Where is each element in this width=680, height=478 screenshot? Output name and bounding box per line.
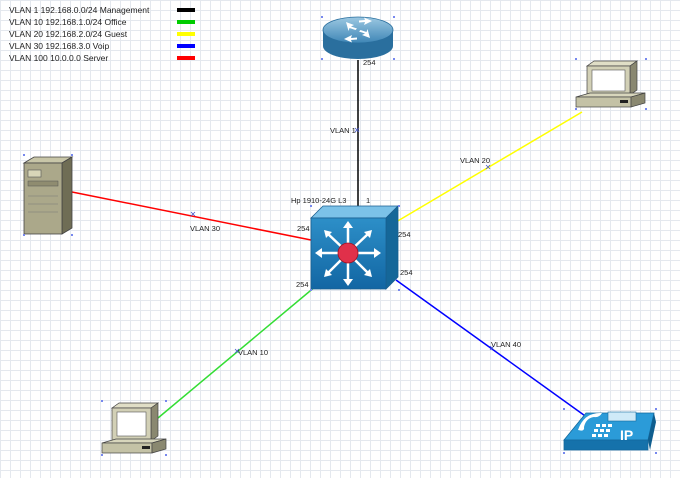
l3-switch-icon[interactable] <box>310 205 399 290</box>
legend-swatch <box>177 44 195 48</box>
legend-item-vlan20: VLAN 20 192.168.2.0/24 Guest <box>9 28 195 40</box>
legend-swatch <box>177 56 195 60</box>
legend-item-vlan100: VLAN 100 10.0.0.0 Server <box>9 52 195 64</box>
legend-label: VLAN 10 192.168.1.0/24 Office <box>9 17 127 27</box>
router-icon[interactable] <box>321 16 395 60</box>
ip-phone-text: IP <box>620 427 633 443</box>
selection-handles <box>23 58 657 456</box>
legend-swatch <box>177 32 195 36</box>
link-server[interactable] <box>71 191 317 242</box>
switch-port-bottom-left: 254 <box>296 280 309 289</box>
switch-port-right-bottom: 254 <box>400 268 413 277</box>
link-label-vlan1: VLAN 1 <box>330 126 356 135</box>
legend-item-vlan30: VLAN 30 192.168.3.0 Voip <box>9 40 195 52</box>
switch-port-left: 254 <box>297 224 310 233</box>
legend-label: VLAN 1 192.168.0.0/24 Management <box>9 5 150 15</box>
link-guest-pc[interactable] <box>395 111 583 223</box>
link-label-vlan40: VLAN 40 <box>491 340 522 349</box>
router-port-label: 254 <box>363 58 376 67</box>
legend-label: VLAN 100 10.0.0.0 Server <box>9 53 109 63</box>
legend-swatch <box>177 20 195 24</box>
link-office-pc[interactable] <box>157 285 317 419</box>
legend-swatch <box>177 8 195 12</box>
switch-port-top: 1 <box>366 196 371 205</box>
legend-label: VLAN 20 192.168.2.0/24 Guest <box>9 29 128 39</box>
link-ip-phone[interactable] <box>395 279 589 419</box>
ip-phone-icon[interactable]: IP <box>563 411 656 451</box>
server-icon[interactable] <box>22 156 74 235</box>
link-label-vlan30: VLAN 30 <box>190 224 221 233</box>
switch-port-right-top: 254 <box>398 230 411 239</box>
link-markers <box>190 127 495 354</box>
pc-icon[interactable] <box>575 60 646 108</box>
legend-label: VLAN 30 192.168.3.0 Voip <box>9 41 110 51</box>
link-label-vlan20: VLAN 20 <box>460 156 491 165</box>
switch-name: Hp 1910-24G L3 <box>291 196 347 205</box>
legend: VLAN 1 192.168.0.0/24 Management VLAN 10… <box>9 4 195 64</box>
links <box>71 60 589 419</box>
pc-icon[interactable] <box>101 402 167 454</box>
legend-item-vlan10: VLAN 10 192.168.1.0/24 Office <box>9 16 195 28</box>
link-label-vlan10: VLAN 10 <box>238 348 269 357</box>
legend-item-vlan1: VLAN 1 192.168.0.0/24 Management <box>9 4 195 16</box>
